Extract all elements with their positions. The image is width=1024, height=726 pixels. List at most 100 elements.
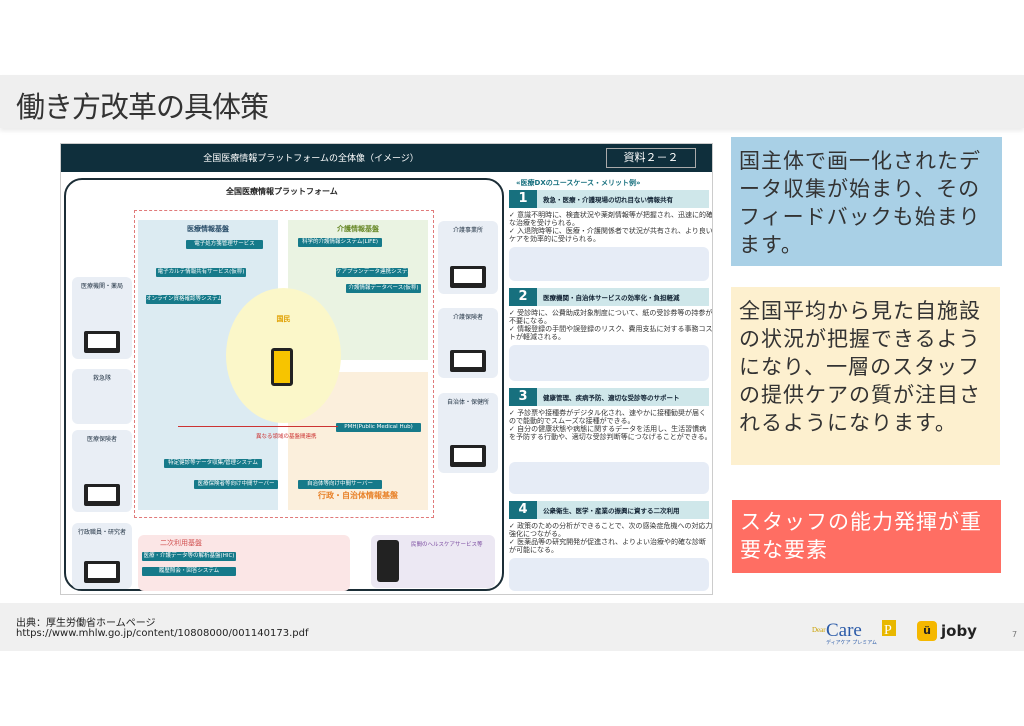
- illustration: [509, 247, 709, 281]
- page-number: 7: [1012, 630, 1018, 639]
- usecase-title: «医療DXのユースケース・メリット例»: [516, 179, 641, 187]
- module: 履歴照会・回答システム: [142, 567, 236, 576]
- section-title: 救急・医療・介護現場の切れ目ない情報共有: [543, 196, 673, 204]
- smartphone-icon: [271, 348, 293, 386]
- module: PMH(Public Medical Hub): [336, 423, 421, 432]
- svg-text:ディアケア プレミアム: ディアケア プレミアム: [826, 639, 877, 646]
- footer: [0, 603, 1024, 651]
- callout-red: スタッフの能力発揮が重要な要素: [732, 500, 1001, 573]
- module: 医療・介護データ等の解析基盤(HIC): [142, 552, 236, 561]
- laptop-icon: [450, 350, 486, 372]
- bullet: ✓ 医薬品等の研究開発が促進され、よりよい治療や的確な診断が可能になる。: [509, 538, 707, 554]
- module: 自治体等向け中間サーバー: [298, 480, 382, 489]
- callout-blue: 国主体で画一化されたデータ収集が始まり、そのフィードバックも始まります。: [731, 137, 1002, 266]
- illustration: [509, 558, 709, 591]
- laptop-icon: [84, 331, 120, 353]
- callout-text: 国主体で画一化されたデータ収集が始まり、そのフィードバックも始まります。: [739, 149, 981, 257]
- secondary-use-zone: 二次利用基盤 医療・介護データ等の解析基盤(HIC) 履歴照会・回答システム: [138, 535, 350, 591]
- section-number: 4: [509, 501, 537, 519]
- module: オンライン資格確認等システム: [146, 295, 221, 304]
- bullet: ✓ 予診票や接種券がデジタル化され、速やかに接種勧奨が届くので能動的でスムーズな…: [509, 409, 707, 425]
- bullet: ✓ 政策のための分析ができることで、次の感染症危機への対応力強化につながる。: [509, 522, 713, 538]
- figure-header: 全国医療情報プラットフォームの全体像（イメージ） 資料２－２: [61, 144, 712, 172]
- care-zone-label: 介護情報基盤: [337, 225, 379, 233]
- section-bullets: ✓ 予診票や接種券がデジタル化され、速やかに接種勧奨が届くので能動的でスムーズな…: [509, 409, 712, 441]
- section-header: 3 健康管理、疾病予防、適切な受診等のサポート: [509, 388, 709, 406]
- source-url: https://www.mhlw.go.jp/content/10808000/…: [16, 628, 309, 639]
- module: 科学的介護情報システム(LIFE): [298, 238, 382, 247]
- section-header: 1 救急・医療・介護現場の切れ目ない情報共有: [509, 190, 709, 208]
- slide-title: 働き方改革の具体策: [16, 90, 269, 124]
- title-bar: [0, 75, 1024, 128]
- actor-label: 救急隊: [92, 375, 111, 382]
- figure-title: 全国医療情報プラットフォームの全体像（イメージ）: [203, 154, 419, 164]
- module: 電子カルテ情報共有サービス(仮称): [156, 268, 246, 277]
- actor-label: 医療機関・薬局: [80, 283, 123, 290]
- section-bullets: ✓ 意識不明時に、検査状況や薬剤情報等が把握され、迅速に的確な治療を受けられる。…: [509, 211, 713, 243]
- module: ケアプランデータ連携システム: [336, 268, 408, 277]
- private-services-box: 民間のヘルスケアサービス等: [371, 535, 495, 588]
- actor-box: 自治体・保健所: [438, 393, 498, 473]
- medical-zone-label: 医療情報基盤: [187, 225, 229, 233]
- section-bullets: ✓ 政策のための分析ができることで、次の感染症危機への対応力強化につながる。✓ …: [509, 522, 713, 554]
- laptop-icon: [450, 445, 486, 467]
- actor-box: 行政職員・研究者: [72, 523, 132, 589]
- actor-label: 行政職員・研究者: [77, 529, 126, 536]
- svg-text:Care: Care: [826, 620, 862, 641]
- actor-label: 医療保険者: [86, 436, 117, 443]
- section-number: 1: [509, 190, 537, 208]
- citizen-circle: 国民: [226, 288, 341, 423]
- section-header: 4 公衆衛生、医学・産業の振興に資する二次利用: [509, 501, 709, 519]
- section-title: 医療機関・自治体サービスの効率化・負担軽減: [543, 294, 680, 302]
- document-label: 資料２－２: [606, 148, 696, 168]
- module: 特定健診等データ収集/管理システム: [164, 459, 262, 468]
- secondary-label: 二次利用基盤: [160, 539, 202, 547]
- module: 介護情報データベース(仮称): [346, 284, 421, 293]
- bullet: ✓ 入退院時等に、医療・介護関係者で状況が共有され、より良いケアを効率的に受けら…: [509, 227, 713, 243]
- laptop-icon: [84, 484, 120, 506]
- joby-wordmark: joby: [941, 622, 977, 640]
- section-header: 2 医療機関・自治体サービスの効率化・負担軽減: [509, 288, 709, 306]
- platform-title: 全国医療情報プラットフォーム: [226, 187, 338, 196]
- module: 医療保険者等向け中間サーバー: [194, 480, 278, 489]
- svg-text:P: P: [884, 623, 892, 638]
- laptop-icon: [84, 561, 120, 583]
- callout-text: スタッフの能力発揮が重要な要素: [740, 510, 982, 562]
- platform-figure: 全国医療情報プラットフォームの全体像（イメージ） 資料２－２ 全国医療情報プラッ…: [60, 143, 713, 595]
- bullet: ✓ 情報登録の手間や誤登録のリスク、費用支払に対する事務コストが軽減される。: [509, 325, 713, 341]
- joby-mark-icon: ü: [917, 621, 937, 641]
- section-title: 健康管理、疾病予防、適切な受診等のサポート: [543, 394, 680, 402]
- section-title: 公衆衛生、医学・産業の振興に資する二次利用: [543, 507, 680, 515]
- actor-label: 介護事業所: [452, 227, 483, 234]
- private-label: 民間のヘルスケアサービス等: [411, 542, 483, 548]
- section-bullets: ✓ 受診時に、公費助成対象制度について、紙の受診券等の持参が不要になる。✓ 情報…: [509, 309, 713, 341]
- source-label: 出典：厚生労働省ホームページ: [16, 618, 156, 629]
- actor-box: 介護事業所: [438, 221, 498, 294]
- link-label: 異なる領域の基盤間連携: [256, 434, 317, 440]
- illustration: [509, 462, 709, 494]
- citizen-label: 国民: [276, 315, 291, 323]
- laptop-icon: [450, 266, 486, 288]
- bullet: ✓ 意識不明時に、検査状況や薬剤情報等が把握され、迅速に的確な治療を受けられる。: [509, 211, 713, 227]
- svg-text:Dear: Dear: [812, 626, 826, 634]
- callout-yellow: 全国平均から見た自施設の状況が把握できるようになり、一層のスタッフの提供ケアの質…: [731, 287, 1000, 465]
- bullet: ✓ 受診時に、公費助成対象制度について、紙の受診券等の持参が不要になる。: [509, 309, 713, 325]
- platform-panel: 全国医療情報プラットフォーム 医療情報基盤 介護情報基盤 行政・自治体情報基盤 …: [64, 178, 504, 591]
- module: 電子処方箋管理サービス: [186, 240, 263, 249]
- illustration: [509, 345, 709, 381]
- actor-box: 医療保険者: [72, 430, 132, 512]
- actor-box: 医療機関・薬局: [72, 277, 132, 359]
- section-number: 3: [509, 388, 537, 406]
- admin-zone-label: 行政・自治体情報基盤: [318, 491, 398, 500]
- actor-box: 救急隊: [72, 369, 132, 424]
- link-line: [178, 426, 338, 427]
- bullet: ✓ 自分の健康状態や病態に関するデータを活用し、生活習慣病を予防する行動や、適切…: [509, 425, 712, 441]
- smartphone-icon: [377, 540, 399, 582]
- actor-label: 自治体・保健所: [446, 399, 489, 406]
- actor-label: 介護保険者: [452, 314, 483, 321]
- section-number: 2: [509, 288, 537, 306]
- actor-box: 介護保険者: [438, 308, 498, 378]
- platform-boundary: [134, 210, 434, 518]
